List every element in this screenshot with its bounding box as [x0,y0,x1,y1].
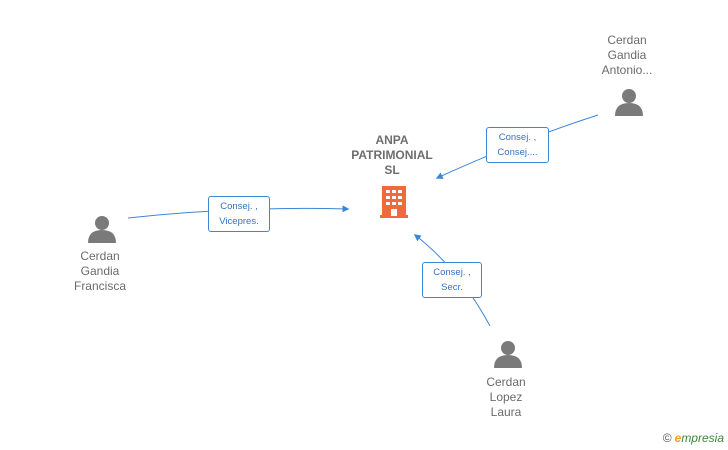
brand-rest: mpresia [681,431,724,445]
edge-role-line: Secr. [441,282,463,293]
person-icon[interactable] [494,341,522,368]
person-icon[interactable] [88,216,116,243]
edge-role-box-p2[interactable]: Consej. , Vicepres. [208,196,270,232]
edge-role-line: Consej. , [433,267,471,278]
building-icon[interactable] [380,186,408,218]
person-label-p1[interactable]: Cerdan Gandia Antonio... [582,33,672,78]
company-name[interactable]: ANPA PATRIMONIAL SL [336,133,448,178]
edge-role-box-p1[interactable]: Consej. , Consej.... [486,127,549,163]
person-name-line: Francisca [73,279,126,293]
copyright-symbol: © [662,431,672,445]
edge-role-line: Consej. , [220,201,258,212]
edge-role-line: Consej.... [497,147,538,158]
empresia-watermark: ©empresia [663,431,724,445]
person-name-line: Lopez [489,390,523,404]
person-name-line: Gandia [607,48,647,62]
person-name-line: Cerdan [486,375,526,389]
person-name-line: Gandia [80,264,120,278]
person-name-line: Cerdan [607,33,647,47]
person-icon[interactable] [615,89,643,116]
brand-first-letter: e [674,431,682,445]
edge-role-line: Vicepres. [219,216,259,227]
person-name-line: Laura [490,405,522,419]
person-name-line: Antonio... [601,63,653,77]
person-name-line: Cerdan [80,249,120,263]
company-name-line: SL [384,163,400,177]
person-label-p2[interactable]: Cerdan Gandia Francisca [55,249,145,294]
person-label-p3[interactable]: Cerdan Lopez Laura [461,375,551,420]
edge-role-line: Consej. , [498,132,537,143]
company-name-line: ANPA [375,133,409,147]
company-name-line: PATRIMONIAL [351,148,433,162]
edge-role-box-p3[interactable]: Consej. , Secr. [422,262,482,298]
